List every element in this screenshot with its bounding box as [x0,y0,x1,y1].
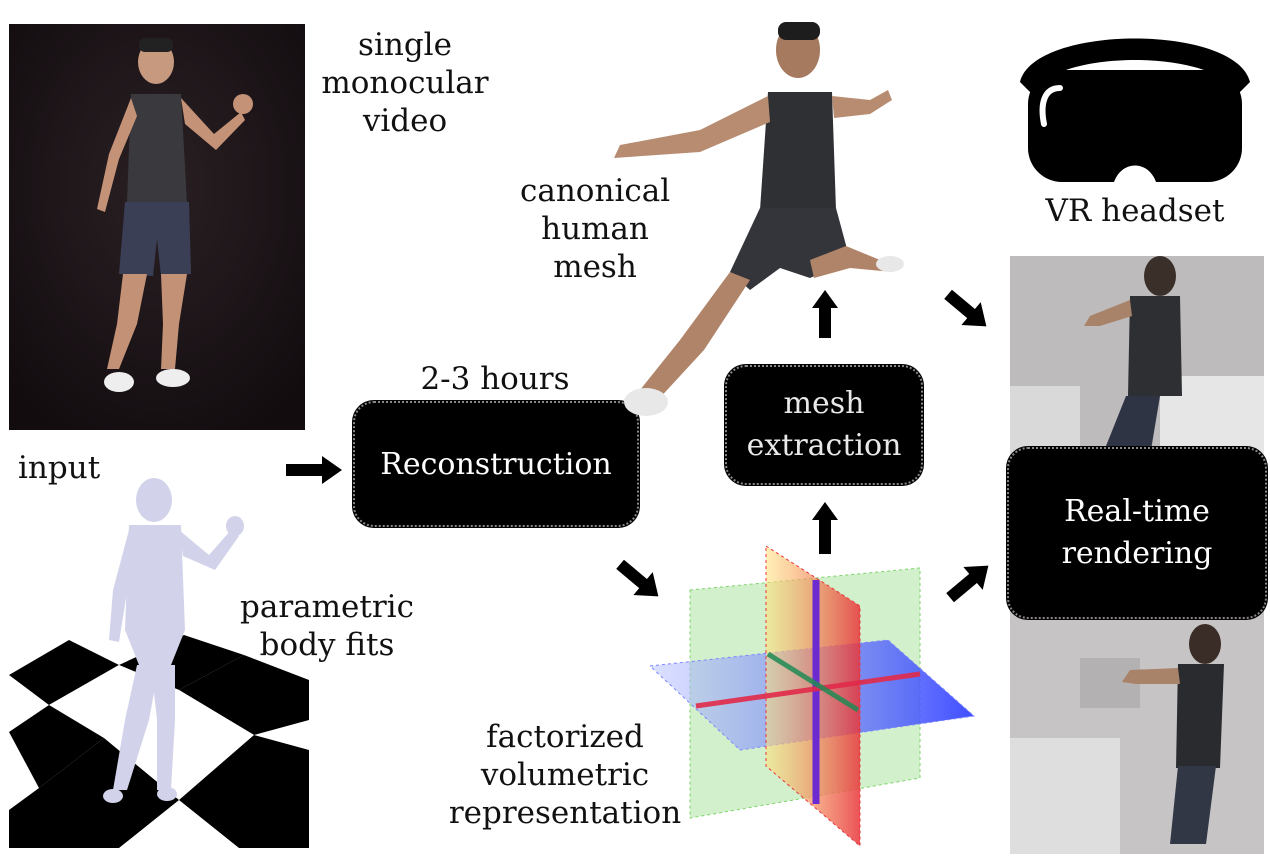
vr-headset-label: VR headset [1045,193,1225,229]
reconstruction-box: Reconstruction [352,400,640,528]
smpl-body [103,478,244,803]
single-video-text: single monocular video [321,27,489,139]
canonical-mesh-label: canonical human mesh [500,172,690,286]
parametric-label: parametric body fits [232,588,422,664]
canonical-mesh-figure [600,10,910,430]
input-label: input [18,450,101,486]
arrow-up-icon [812,290,838,338]
mesh-extraction-text: mesh extraction [746,386,902,463]
parametric-text: parametric body fits [240,589,414,663]
single-video-label: single monocular video [300,26,510,140]
arrow-up-right-icon [946,565,989,603]
duration-label: 2-3 hours [420,361,570,397]
arrow-down-right-icon [944,289,987,327]
arrow-up-icon [812,502,838,554]
input-video-frame [9,24,305,430]
arrow-down-right-icon [616,559,659,597]
render-frame-top [1010,256,1264,456]
realtime-rendering-text: Real-time rendering [1061,494,1213,571]
render-frame-bottom [1010,598,1264,854]
factorized-planes-figure [648,540,978,852]
vr-headset-icon [1004,4,1266,188]
factorized-text: factorized volumetric representation [448,719,682,831]
arrow-right-icon [286,456,342,484]
person-silhouette [9,24,305,430]
realtime-rendering-box: Real-time rendering [1006,446,1268,620]
factorized-label: factorized volumetric representation [440,718,690,832]
mesh-extraction-box: mesh extraction [724,364,924,486]
parametric-body-figure [9,470,309,848]
canonical-mesh-text: canonical human mesh [520,173,671,285]
reconstruction-text: Reconstruction [380,446,612,482]
